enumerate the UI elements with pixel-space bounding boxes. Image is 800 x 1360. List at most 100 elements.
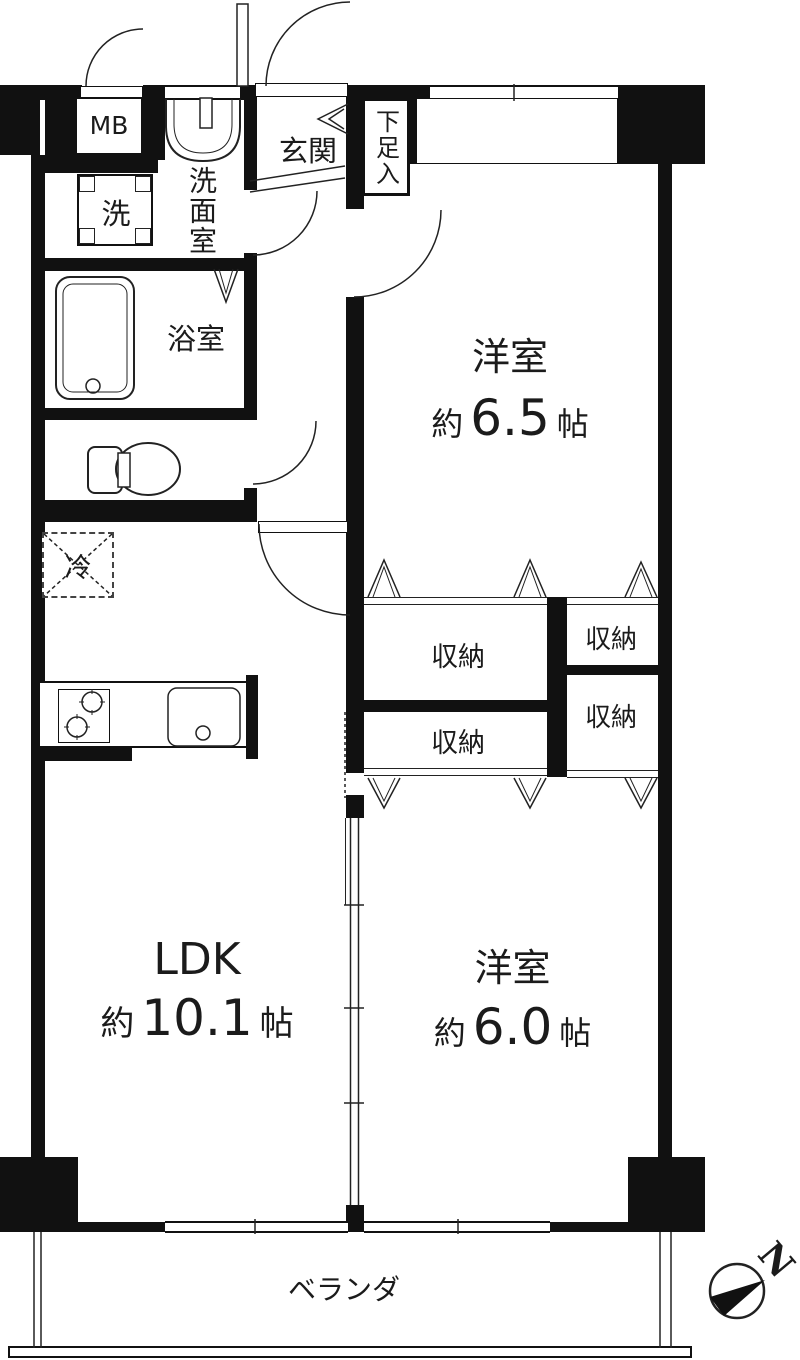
folding-door-mark: [213, 268, 239, 305]
closet-track: [364, 597, 547, 605]
window: [364, 1221, 550, 1233]
bathtub-inner: [62, 283, 128, 393]
entrance-door-leaf: [255, 83, 348, 97]
washroom-label: 洗面室: [185, 166, 218, 256]
wall-counter-post: [246, 675, 258, 759]
balcony-label: ベランダ: [287, 1273, 400, 1306]
washbasin-tap: [199, 97, 213, 129]
washbasin: [165, 99, 241, 163]
wall-segment: [45, 97, 75, 155]
balcony-rail: [8, 1346, 692, 1358]
toilet-bowl: [115, 442, 181, 496]
size-unit: 帖: [559, 1013, 592, 1052]
folding-door-mark: [624, 777, 658, 810]
wall-corner-block: [0, 92, 40, 155]
folding-door-mark: [367, 558, 401, 598]
washing-machine-pan: [77, 174, 153, 246]
north-compass: [708, 1262, 766, 1320]
shoe-storage-label: 下足入: [371, 109, 400, 187]
folding-door-mark: [218, 268, 234, 295]
wall-segment: [550, 1222, 630, 1232]
refrigerator-label: 冷: [64, 552, 92, 584]
wall-counter-base: [38, 748, 132, 761]
toilet-tank: [87, 446, 123, 494]
wall-partition-post: [346, 795, 364, 818]
wall-closet-divider: [364, 700, 547, 712]
toilet-door-arc: [252, 420, 317, 485]
wall-segment: [143, 85, 165, 100]
wall-segment: [240, 85, 257, 100]
room-name: LDK: [153, 933, 241, 985]
size-prefix: 約: [100, 1003, 135, 1044]
wall-right-exterior: [658, 164, 672, 1157]
closet-label-3: 収納: [431, 727, 485, 759]
folding-door-mark: [624, 560, 658, 598]
folding-door-mark: [518, 777, 542, 803]
north-compass-needle: [710, 1280, 765, 1316]
wall-segment: [408, 98, 416, 164]
wall-corridor-left: [244, 253, 257, 420]
stove: [58, 689, 110, 743]
wall-corridor-left: [244, 97, 257, 190]
meter-box: [75, 97, 143, 155]
wall-partition-post: [346, 1205, 364, 1232]
size-unit: 帖: [259, 1003, 294, 1044]
wall-segment: [348, 85, 430, 100]
closet-label-4: 収納: [584, 702, 637, 733]
ldk-label-block: LDK 約 10.1 帖: [72, 930, 322, 1050]
entrance-door-arc: [265, 1, 351, 87]
folding-door-mark: [513, 777, 547, 810]
meter-box-label: MB: [89, 110, 129, 140]
window-bay: [416, 98, 618, 164]
wall-segment: [143, 97, 165, 160]
pan-corner: [79, 176, 95, 192]
wall-corridor-right: [346, 90, 364, 209]
folding-door-mark: [372, 565, 396, 598]
wall-segment: [45, 155, 158, 173]
closet-track: [364, 768, 547, 776]
laundry-label: 洗: [101, 197, 131, 231]
size-unit: 帖: [556, 404, 589, 443]
bedroom2-label-block: 洋室 約 6.0 帖: [400, 936, 625, 1056]
meter-box-door: [80, 86, 143, 98]
ldk-door-leaf: [258, 521, 348, 533]
wall-pillar: [628, 1157, 705, 1232]
bedroom1-label-block: 洋室 約 6.5 帖: [395, 320, 625, 452]
closet-label-2: 収納: [584, 624, 637, 655]
size-prefix: 約: [433, 1013, 466, 1052]
wall-closet-middle: [547, 597, 567, 777]
window: [165, 85, 240, 100]
folding-door-mark: [629, 567, 653, 598]
entrance-label: 玄関: [278, 134, 337, 168]
entrance-step-line: [249, 177, 346, 193]
toilet-seat-hinge: [117, 452, 131, 488]
window: [165, 1221, 348, 1233]
entrance-chevron: [327, 108, 345, 130]
size-prefix: 約: [431, 404, 464, 443]
ldk-door-arc: [258, 523, 351, 616]
wall-left-exterior: [31, 155, 45, 1157]
pan-corner: [79, 228, 95, 244]
wall-corner-block: [618, 85, 705, 164]
meter-box-door-arc: [85, 28, 144, 87]
room-name: 洋室: [471, 334, 548, 379]
closet-track: [567, 597, 658, 605]
pan-corner: [135, 176, 151, 192]
folding-door-mark: [372, 777, 396, 803]
size-value: 6.5: [470, 388, 550, 447]
folding-door-mark: [518, 565, 542, 598]
closet-label-1: 収納: [431, 641, 485, 673]
bathtub: [55, 276, 135, 400]
wall-segment: [31, 500, 257, 522]
bathtub-drain: [85, 378, 101, 394]
folding-door-mark: [367, 777, 401, 810]
folding-door-mark: [629, 777, 653, 803]
wall-segment: [31, 258, 257, 271]
closet-track: [567, 770, 658, 778]
entrance-open-leaf: [236, 3, 249, 87]
wall-pillar: [0, 1157, 78, 1232]
size-value: 10.1: [141, 988, 253, 1047]
wall-corridor-right: [346, 297, 364, 773]
pan-corner: [135, 228, 151, 244]
